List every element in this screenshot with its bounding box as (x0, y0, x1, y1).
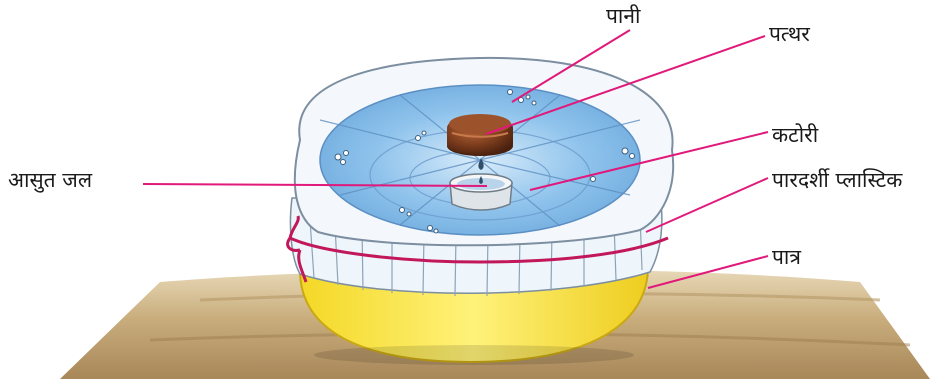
label-pani: पानी (606, 4, 640, 28)
stone (447, 114, 513, 156)
label-plastic: पारदर्शी प्लास्टिक (772, 168, 902, 192)
label-patra: पात्र (772, 245, 801, 269)
label-aasut-jal: आसुत जल (8, 168, 92, 192)
katori (450, 174, 512, 210)
label-patthar: पत्थर (769, 22, 810, 46)
label-katori: कटोरी (772, 123, 818, 147)
